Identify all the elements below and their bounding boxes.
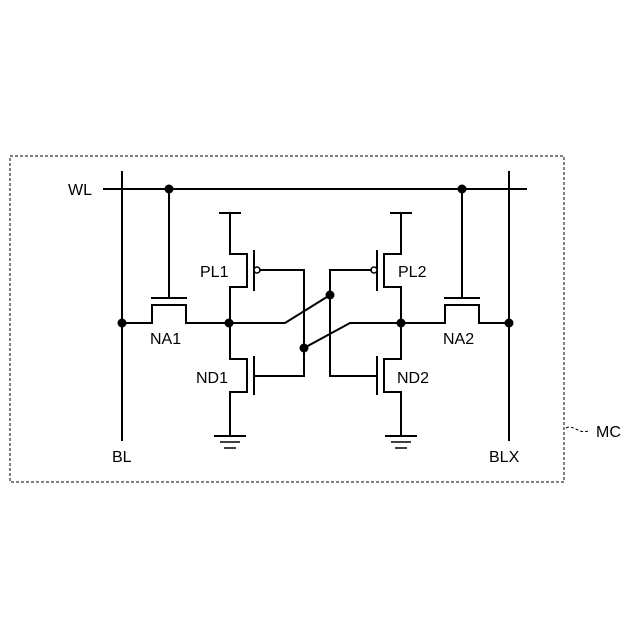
junction-dot	[458, 185, 467, 194]
transistor-pl1	[220, 213, 304, 290]
ground-icon-right	[386, 436, 416, 448]
pl1-label: PL1	[200, 264, 229, 281]
junction-dot	[326, 291, 335, 300]
transistor-na1	[122, 189, 229, 323]
na2-label: NA2	[443, 331, 474, 348]
bl-label: BL	[112, 449, 132, 466]
junction-dot	[300, 344, 309, 353]
memory-cell-frame	[10, 156, 564, 482]
junction-dot	[165, 185, 174, 194]
transistor-nd1	[230, 357, 304, 436]
blx-label: BLX	[489, 449, 520, 466]
wl-label: WL	[68, 182, 92, 199]
transistor-nd2	[330, 357, 401, 436]
transistor-na2	[401, 189, 509, 323]
nd1-label: ND1	[196, 370, 228, 387]
junction-dot	[225, 319, 234, 328]
pl2-label: PL2	[398, 264, 427, 281]
ground-icon-left	[215, 436, 245, 448]
nd2-label: ND2	[397, 370, 429, 387]
na1-label: NA1	[150, 331, 181, 348]
cross-couple-wire-b	[304, 323, 401, 348]
cross-couple-wire-a	[229, 295, 330, 323]
junction-dot	[505, 319, 514, 328]
mc-leader-line	[566, 427, 590, 432]
mc-label: MC	[596, 424, 621, 441]
junction-dot	[397, 319, 406, 328]
junction-dot	[118, 319, 127, 328]
